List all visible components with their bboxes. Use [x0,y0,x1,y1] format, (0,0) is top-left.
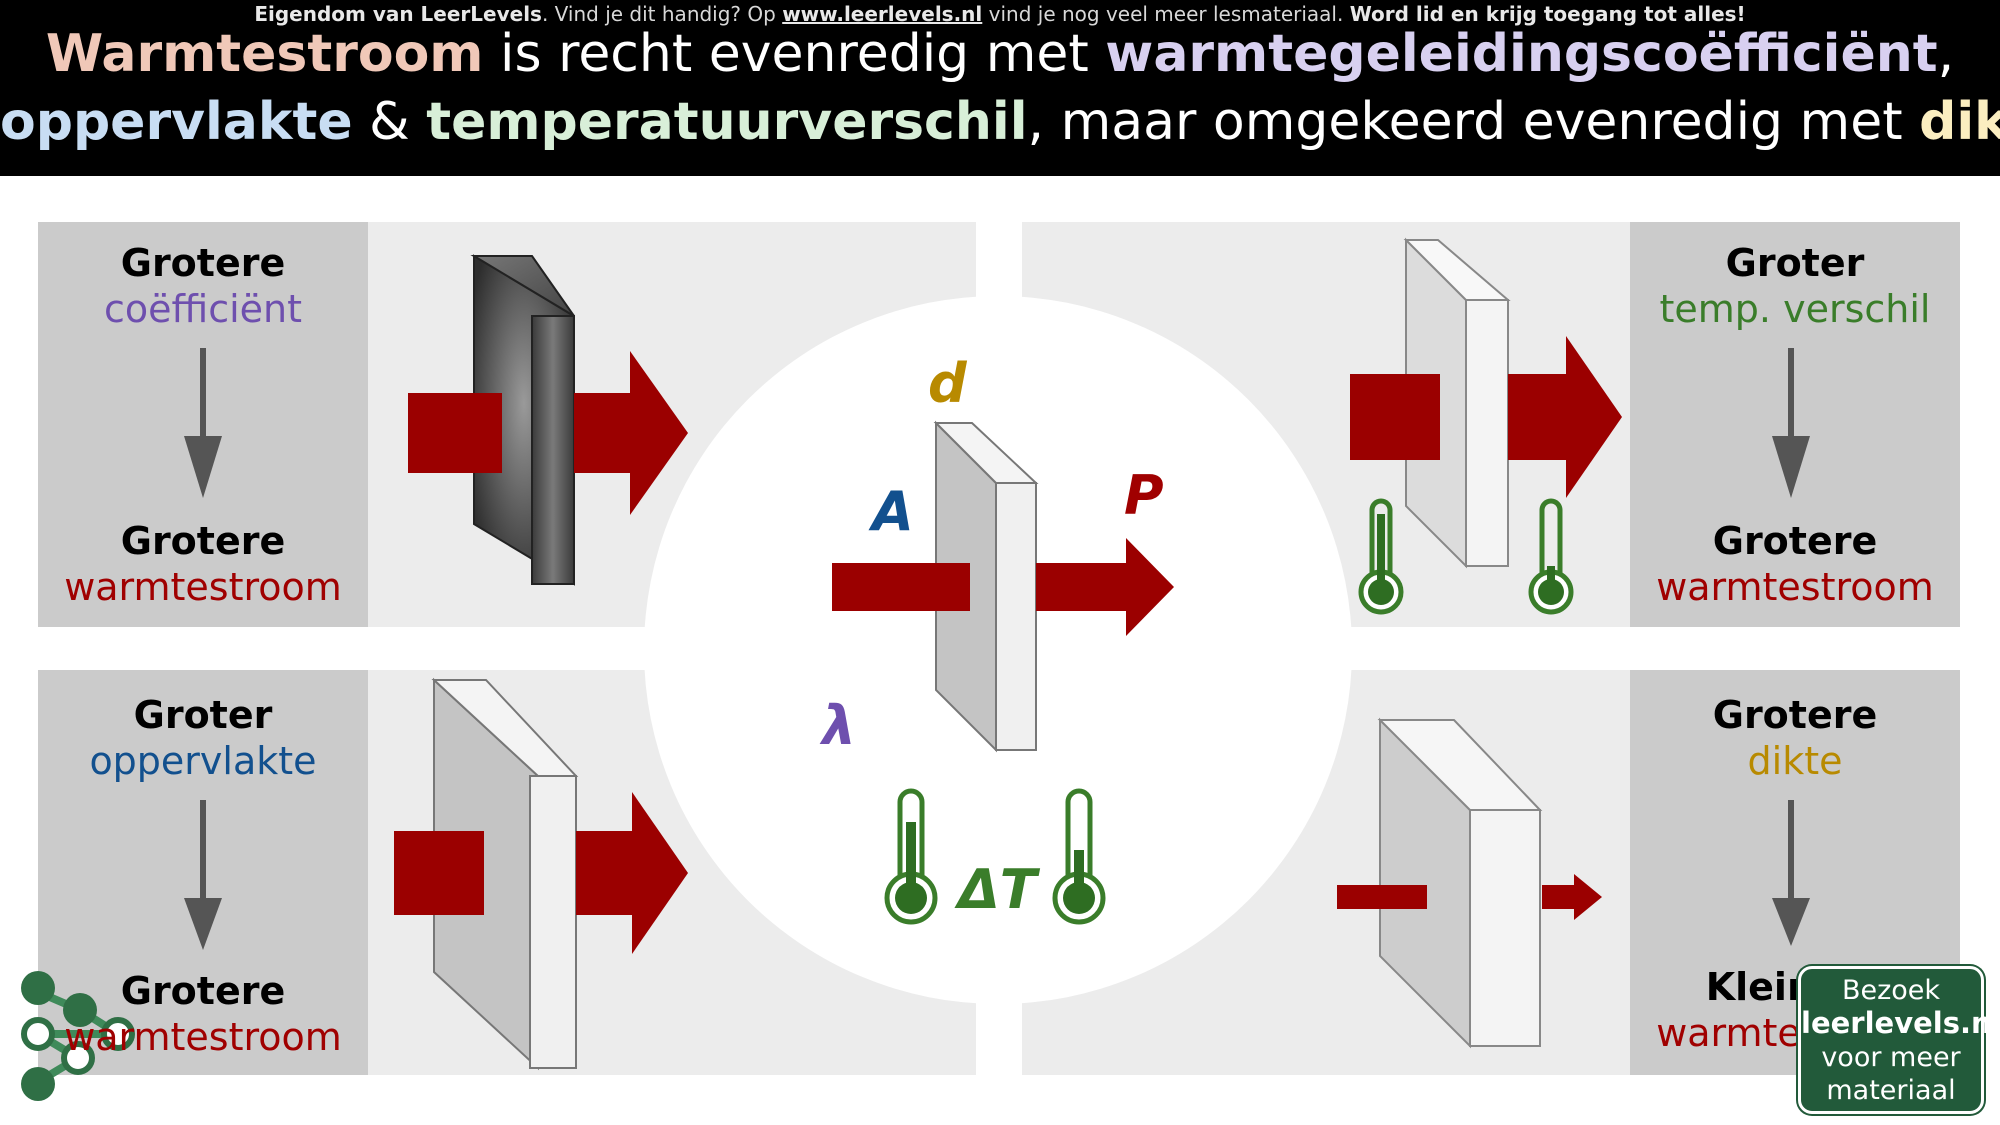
visit-badge[interactable]: Bezoek leerlevels.nl voor meer materiaal [1798,966,2000,1114]
ownership-notice: Eigendom van LeerLevels. Vind je dit han… [254,2,1746,26]
down-arrow-top-left [184,348,222,498]
header: Eigendom van LeerLevels. Vind je dit han… [0,0,2000,176]
thermometer-center-cold-icon [1052,788,1106,925]
heat-arrow-bottom-left [394,792,688,954]
slab-large-area [431,677,579,1071]
title-line-1: Warmtestroom is recht evenredig met warm… [45,24,1955,84]
thermometer-cold-icon [1528,498,1574,615]
label-box-top-right [1630,222,1960,627]
thermometer-hot-icon [1358,498,1404,615]
website-link[interactable]: www.leerlevels.nl [782,2,983,26]
heat-arrow-bottom-right [1337,874,1602,920]
symbol-heat-flow: P [1124,464,1164,527]
thermometer-center-hot-icon [884,788,938,925]
heat-arrow-top-right [1350,336,1622,498]
heat-arrow-center [832,538,1174,636]
symbol-thickness: d [928,352,967,415]
title-line-2: oppervlakte & temperatuurverschil, maar … [0,92,2000,152]
slab-dark [470,254,575,586]
slab-thick [1377,717,1543,1049]
down-arrow-top-right [1772,348,1810,498]
symbol-temperature-difference: ΔT [958,858,1037,921]
down-arrow-bottom-right [1772,800,1810,946]
heat-arrow-top-left [408,351,688,515]
down-arrow-bottom-left [184,800,222,950]
symbol-conductivity: λ [822,694,857,757]
symbol-area: A [872,480,914,543]
leerlevels-logo-icon [21,971,135,1101]
